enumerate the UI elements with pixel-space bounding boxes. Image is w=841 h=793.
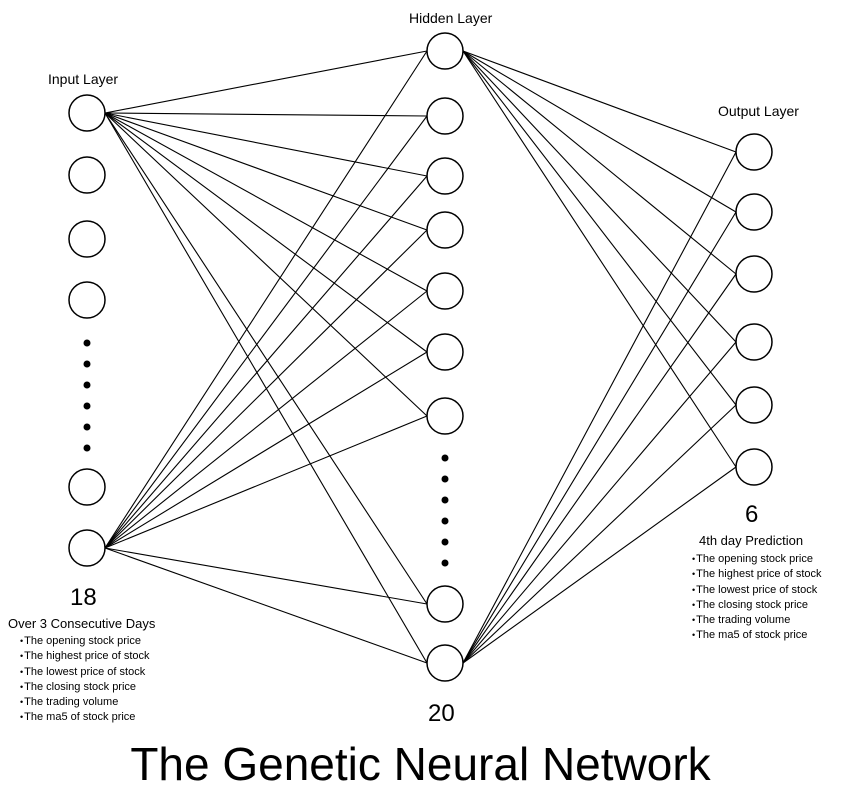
output-layer-label: Output Layer <box>718 103 799 119</box>
output-description: 4th day Prediction <box>699 533 804 548</box>
hidden-output-connection <box>462 273 737 664</box>
hidden-output-connection <box>462 50 737 343</box>
input-description: Over 3 Consecutive Days <box>8 616 156 631</box>
output-node <box>735 133 773 171</box>
input-node <box>68 220 106 258</box>
output-feature-item: The lowest price of stock <box>692 583 822 598</box>
input-feature-item: The ma5 of stock price <box>20 710 150 725</box>
hidden-node <box>426 644 464 682</box>
output-node <box>735 323 773 361</box>
hidden-output-connection <box>462 50 737 406</box>
hidden-output-connection <box>462 50 737 468</box>
output-node <box>735 193 773 231</box>
ellipsis-dots <box>83 339 449 567</box>
input-hidden-connection <box>104 290 428 549</box>
input-feature-item: The opening stock price <box>20 634 150 649</box>
hidden-ellipsis-dot <box>441 496 449 504</box>
input-hidden-connection <box>104 112 428 605</box>
input-ellipsis-dot <box>83 339 91 347</box>
input-hidden-connection <box>104 112 428 292</box>
hidden-node <box>426 157 464 195</box>
input-hidden-connection <box>104 112 428 353</box>
input-feature-item: The closing stock price <box>20 680 150 695</box>
input-ellipsis-dot <box>83 381 91 389</box>
output-feature-item: The trading volume <box>692 613 822 628</box>
input-hidden-connection <box>104 50 428 549</box>
hidden-output-connection <box>462 50 737 275</box>
output-feature-item: The ma5 of stock price <box>692 628 822 643</box>
hidden-ellipsis-dot <box>441 559 449 567</box>
input-hidden-connection <box>104 351 428 549</box>
input-hidden-connection <box>104 112 428 664</box>
input-feature-item: The highest price of stock <box>20 649 149 664</box>
input-node <box>68 94 106 132</box>
hidden-node <box>426 585 464 623</box>
input-hidden-connection <box>104 112 428 231</box>
input-hidden-connection <box>104 175 428 549</box>
input-node <box>68 468 106 506</box>
input-node-count: 18 <box>70 584 97 611</box>
input-node <box>68 281 106 319</box>
input-ellipsis-dot <box>83 444 91 452</box>
output-feature-item: The opening stock price <box>692 552 822 567</box>
hidden-node <box>426 272 464 310</box>
hidden-ellipsis-dot <box>441 475 449 483</box>
input-hidden-connection <box>104 415 428 549</box>
hidden-ellipsis-dot <box>441 538 449 546</box>
output-node-count: 6 <box>745 501 759 528</box>
input-feature-item: The lowest price of stock <box>20 665 150 680</box>
hidden-output-connection <box>462 211 737 664</box>
hidden-output-connection <box>462 50 737 153</box>
hidden-ellipsis-dot <box>441 454 449 462</box>
hidden-node <box>426 97 464 135</box>
input-node <box>68 529 106 567</box>
output-node <box>735 255 773 293</box>
output-feature-item: The closing stock price <box>692 598 822 613</box>
hidden-node-count: 20 <box>428 700 455 727</box>
input-hidden-connection <box>104 50 428 114</box>
hidden-ellipsis-dot <box>441 517 449 525</box>
hidden-output-connection <box>462 341 737 664</box>
input-hidden-connection <box>104 115 428 549</box>
input-layer-label: Input Layer <box>48 71 119 87</box>
diagram-title: The Genetic Neural Network <box>130 738 711 790</box>
input-ellipsis-dot <box>83 360 91 368</box>
input-ellipsis-dot <box>83 423 91 431</box>
hidden-output-connection <box>462 466 737 664</box>
output-node <box>735 448 773 486</box>
hidden-node <box>426 333 464 371</box>
nodes <box>68 32 773 682</box>
hidden-node <box>426 211 464 249</box>
input-feature-item: The trading volume <box>20 695 150 710</box>
input-hidden-connection <box>104 112 428 117</box>
input-ellipsis-dot <box>83 402 91 410</box>
input-hidden-connection <box>104 112 428 417</box>
hidden-node <box>426 32 464 70</box>
hidden-layer-label: Hidden Layer <box>409 10 493 26</box>
output-feature-item: The highest price of stock <box>692 567 821 582</box>
hidden-node <box>426 397 464 435</box>
connections <box>104 50 737 664</box>
input-hidden-connection <box>104 547 428 605</box>
hidden-output-connection <box>462 50 737 213</box>
input-hidden-connection <box>104 547 428 664</box>
hidden-output-connection <box>462 404 737 664</box>
output-node <box>735 386 773 424</box>
input-hidden-connection <box>104 112 428 177</box>
input-node <box>68 156 106 194</box>
